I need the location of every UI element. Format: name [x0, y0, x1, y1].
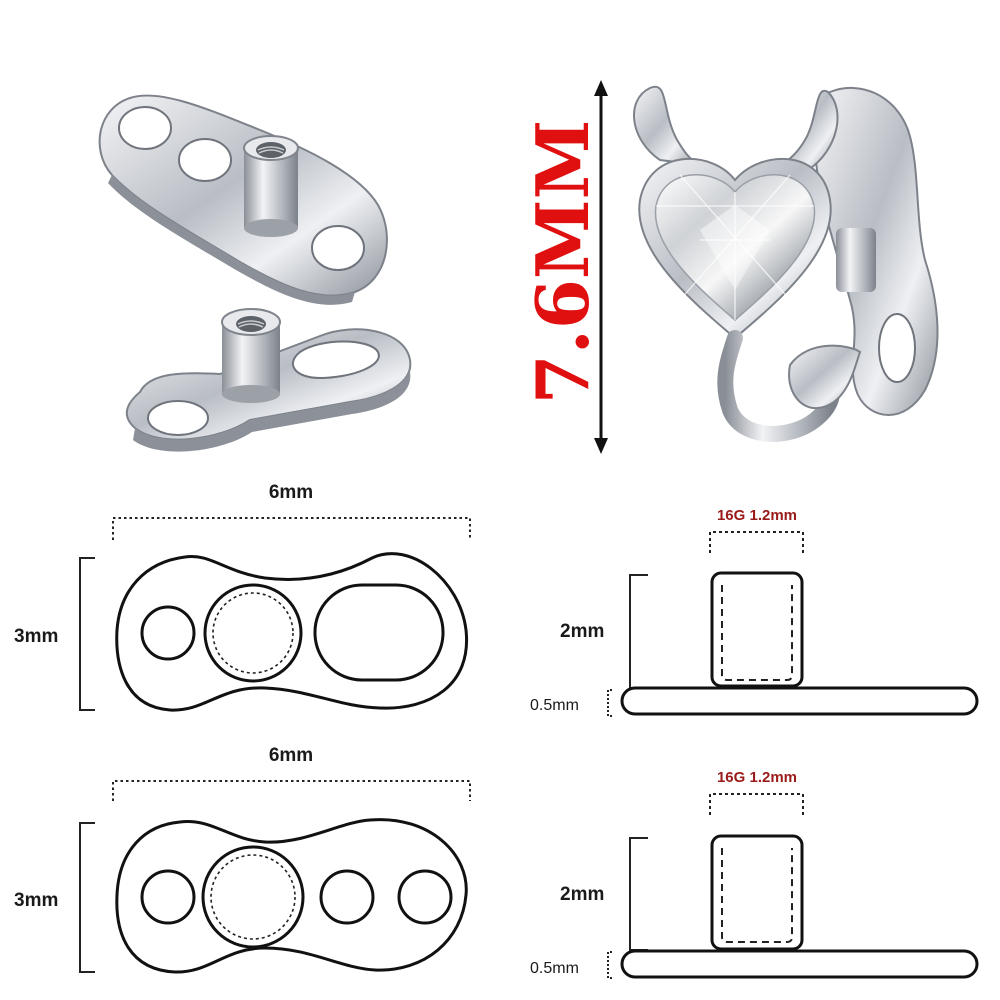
anchor-photo-two-hole [125, 308, 412, 452]
top-view-1-width-label: 6mm [269, 482, 313, 503]
side-view-2-gauge-label: 16G 1.2mm [717, 769, 797, 786]
side-view-1-gauge-label: 16G 1.2mm [717, 507, 797, 524]
top-view-diagram-2 [79, 780, 471, 974]
side-view-1-base-thickness-label: 0.5mm [530, 697, 579, 714]
side-view-diagram-2 [607, 793, 979, 979]
side-view-diagram-1 [607, 531, 979, 717]
height-label-7-6mm: 7.6MM [520, 120, 605, 405]
height-arrow [594, 80, 608, 454]
side-view-2-post-height-label: 2mm [560, 884, 604, 905]
top-view-2-width-label: 6mm [269, 745, 313, 766]
anchor-photo-three-hole [98, 94, 388, 305]
side-view-2-base-thickness-label: 0.5mm [530, 960, 579, 977]
top-view-1-height-label: 3mm [14, 626, 58, 647]
side-view-1-post-height-label: 2mm [560, 621, 604, 642]
devil-heart-top-photo [633, 85, 939, 442]
top-view-2-height-label: 3mm [14, 890, 58, 911]
top-view-diagram-1 [79, 517, 471, 712]
